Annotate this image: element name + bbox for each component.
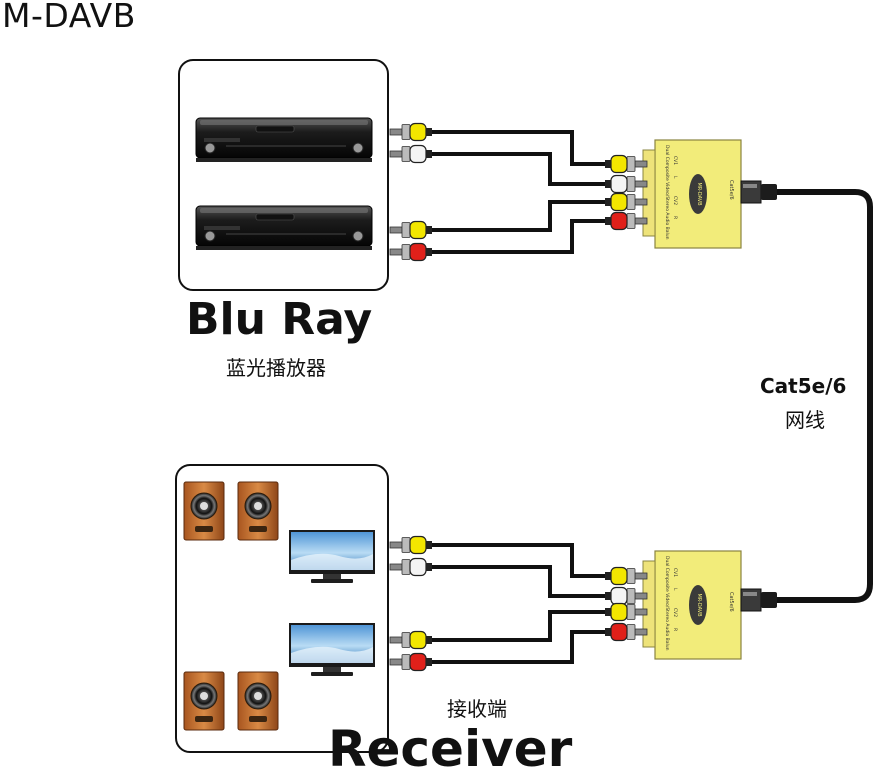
rca-plug-icon — [604, 586, 648, 606]
rj45-plug-icon — [740, 588, 778, 612]
balun-bottom-row-cv2: CV2 — [672, 608, 678, 617]
balun-bottom-row-r: R — [672, 628, 678, 631]
balun-bottom — [642, 550, 742, 660]
speaker-icon — [183, 671, 225, 731]
source-frame — [178, 59, 389, 291]
cable-label: Cat5e/6 — [760, 374, 847, 398]
rca-plug-icon — [389, 652, 433, 672]
rca-plug-icon — [389, 122, 433, 142]
balun-top-row-r: R — [672, 216, 678, 219]
speaker-icon — [183, 481, 225, 541]
bluray-player-icon — [195, 117, 373, 163]
balun-top-side-text: Dual Composite Video/Stereo Audio Balun — [664, 145, 670, 240]
page-title: M-DAVB — [2, 0, 136, 35]
bluray-player-icon — [195, 205, 373, 251]
receiver-sublabel: 接收端 — [447, 697, 507, 721]
balun-bottom-logo: MR-DAVB — [696, 593, 702, 617]
balun-top-row-cv1: CV1 — [672, 156, 678, 165]
bottom-av-cables — [426, 543, 612, 664]
balun-top-logo: MR-DAVB — [696, 182, 702, 206]
balun-top-row-cv2: CV2 — [672, 196, 678, 205]
balun-bottom-row-l: L — [672, 588, 678, 591]
speaker-icon — [237, 671, 279, 731]
source-sublabel: 蓝光播放器 — [226, 356, 326, 380]
top-av-cables — [426, 130, 612, 254]
balun-top-row-l: L — [672, 176, 678, 179]
rca-plug-icon — [604, 192, 648, 212]
speaker-icon — [237, 481, 279, 541]
tv-icon — [289, 623, 375, 676]
balun-bottom-row-cv1: CV1 — [672, 568, 678, 577]
tv-icon — [289, 530, 375, 583]
rca-plug-icon — [389, 220, 433, 240]
rca-plug-icon — [389, 630, 433, 650]
cable-sublabel: 网线 — [785, 408, 825, 432]
receiver-frame — [175, 464, 389, 753]
rca-plug-icon — [604, 174, 648, 194]
source-label: Blu Ray — [186, 294, 373, 345]
cat5-cable — [765, 189, 873, 603]
rca-plug-icon — [604, 566, 648, 586]
rca-plug-icon — [389, 242, 433, 262]
rca-plug-icon — [389, 144, 433, 164]
balun-top — [642, 139, 742, 249]
rca-plug-icon — [389, 535, 433, 555]
balun-bottom-port-label: Cat5e/6 — [728, 592, 734, 612]
rca-plug-icon — [389, 557, 433, 577]
balun-bottom-side-text: Dual Composite Video/Stereo Audio Balun — [664, 556, 670, 651]
rca-plug-icon — [604, 154, 648, 174]
receiver-label: Receiver — [328, 720, 573, 778]
rca-plug-icon — [604, 602, 648, 622]
rca-plug-icon — [604, 211, 648, 231]
rca-plug-icon — [604, 622, 648, 642]
balun-top-port-label: Cat5e/6 — [728, 180, 734, 200]
rj45-plug-icon — [740, 180, 778, 204]
